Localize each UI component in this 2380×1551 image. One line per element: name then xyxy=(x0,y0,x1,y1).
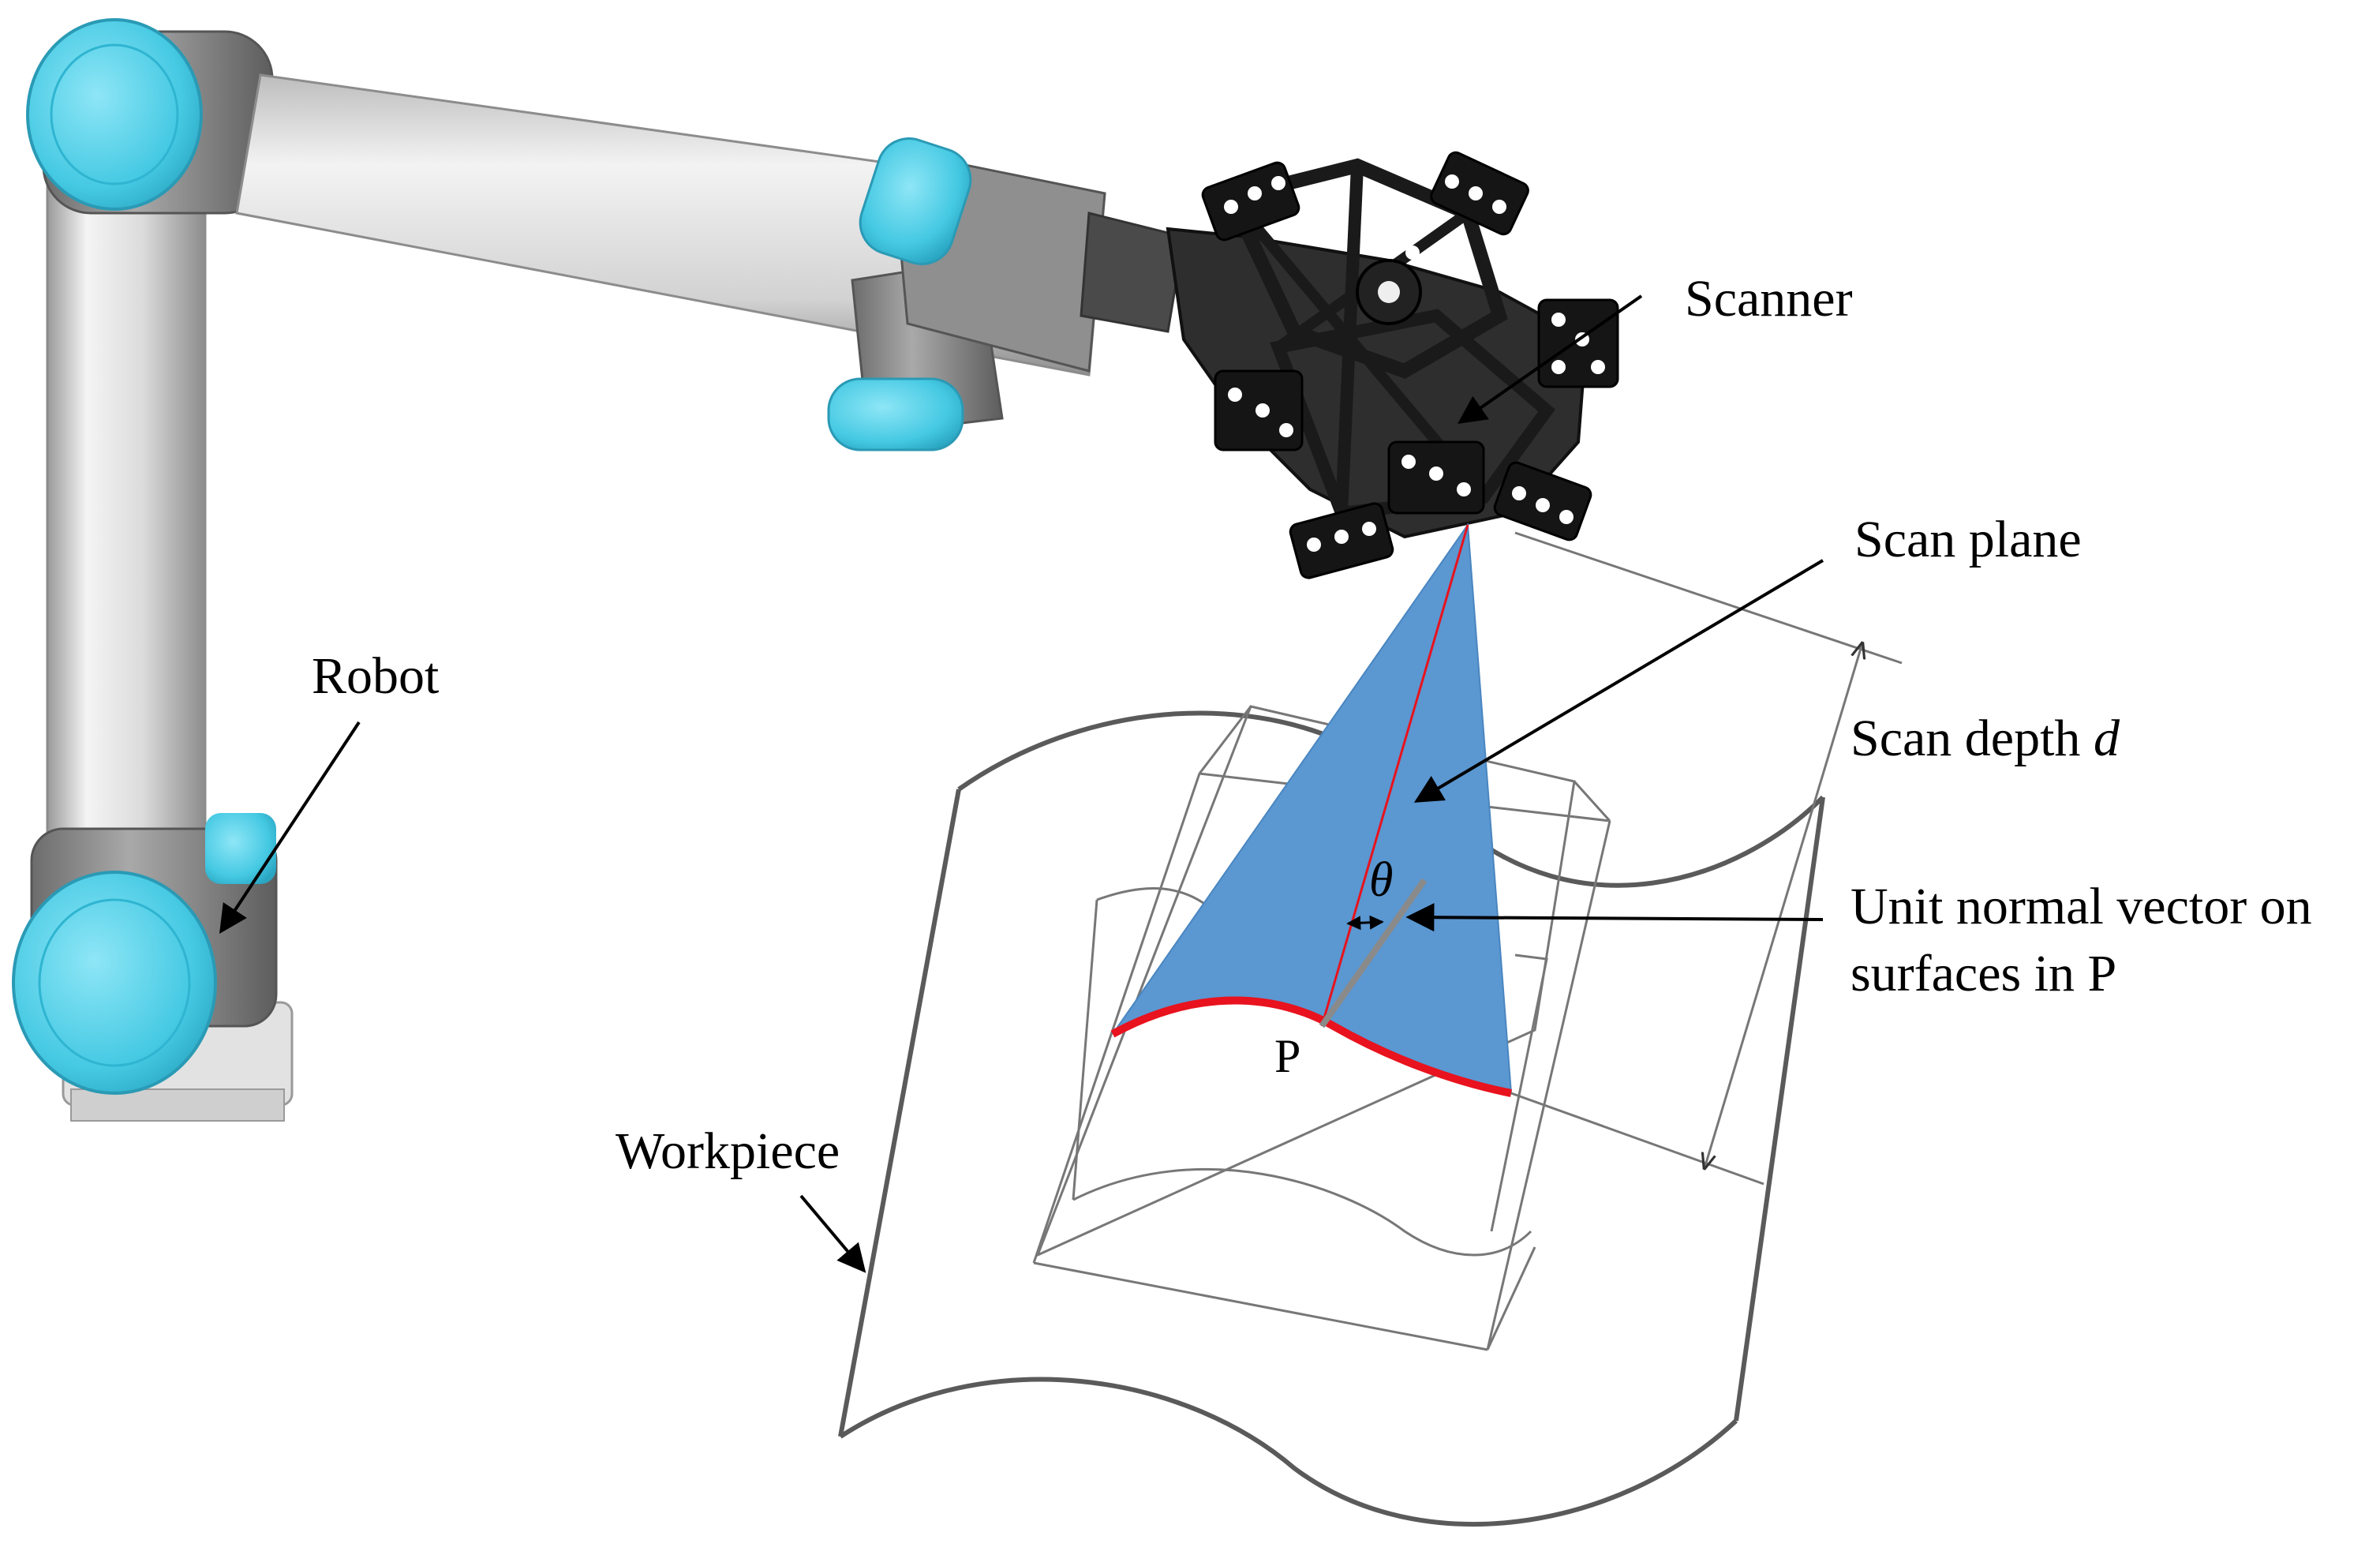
scan-plane-label: Scan plane xyxy=(1854,511,2082,568)
scan-depth-label: Scan depth d xyxy=(1850,710,2120,767)
robot-arm xyxy=(12,18,1185,1122)
workpiece-leader-arrow xyxy=(799,1194,866,1273)
angle-arrow xyxy=(1346,915,1384,931)
scan-depth-variable: d xyxy=(2094,710,2120,767)
scan-depth-text: Scan depth xyxy=(1850,710,2094,767)
scanner-head xyxy=(1166,151,1619,579)
point-p-label: P xyxy=(1274,1030,1300,1082)
scan-center-line xyxy=(1320,524,1469,1027)
theta-label: θ xyxy=(1369,853,1393,907)
robot-leader-arrow xyxy=(219,721,361,935)
scan-plane-leader-arrow xyxy=(1413,559,1824,803)
scanner-label: Scanner xyxy=(1685,270,1853,328)
scan-line xyxy=(1110,996,1512,1097)
unit-normal-label-line2: surfaces in P xyxy=(1850,945,2116,1002)
workpiece-label: Workpiece xyxy=(616,1122,840,1180)
scan-plane xyxy=(1110,523,1513,1097)
robot-label: Robot xyxy=(312,647,439,705)
scanner-leader-arrow xyxy=(1458,294,1643,425)
normal-leader-arrow xyxy=(1405,903,1824,932)
unit-normal-label-line1: Unit normal vector on xyxy=(1850,878,2312,935)
scan-depth-dimension xyxy=(1510,531,1903,1186)
